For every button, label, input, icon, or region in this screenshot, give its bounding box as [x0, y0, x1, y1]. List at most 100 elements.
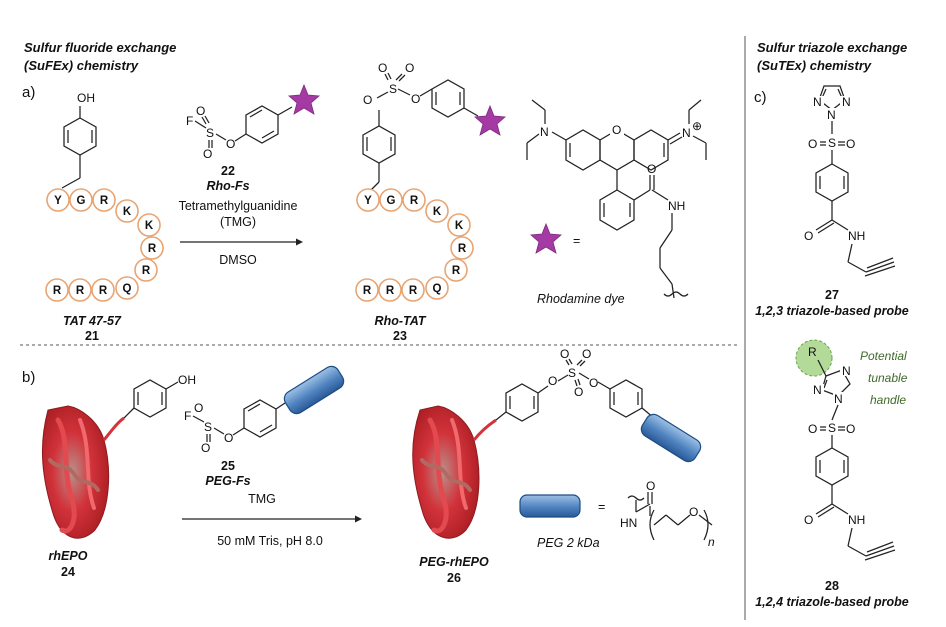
sulfonyl-o-label: O: [194, 401, 203, 415]
handle-note-line3: handle: [870, 393, 906, 407]
bead-residue: Y: [364, 195, 372, 207]
sulfonyl-o-label: O: [808, 422, 817, 436]
bead-residue: Q: [123, 283, 132, 295]
triazole-n-label: N: [842, 364, 851, 378]
bead-residue: G: [77, 195, 86, 207]
triazole-n-label: N: [834, 392, 843, 406]
dye-equals: =: [573, 234, 580, 248]
peg-legend-bar-icon: [519, 494, 581, 518]
ester-o-label: O: [224, 431, 233, 445]
sulfonyl-o-label: O: [846, 422, 855, 436]
bead-residue: R: [363, 285, 372, 297]
bead-residue: R: [53, 285, 62, 297]
ester-o-label: O: [363, 93, 372, 107]
sulfonyl-o-label: O: [808, 137, 817, 151]
amide-nh-label: NH: [848, 513, 865, 527]
rhepo-tyrosine: OH: [123, 373, 196, 419]
triazole-n-label: N: [813, 383, 822, 397]
reagent-25-name: PEG-Fs: [205, 474, 250, 488]
positive-charge: ⊕: [692, 119, 702, 133]
bead-residue: K: [433, 206, 442, 218]
peg-repeat-structure: O HN O n: [620, 479, 715, 549]
bead-residue: Y: [54, 195, 62, 207]
bead-residue: K: [145, 220, 154, 232]
xanthene-o-label: O: [612, 123, 621, 137]
ester-o-label: O: [589, 376, 598, 390]
dye-star-icon: [288, 83, 320, 115]
amide-hn-label: HN: [620, 516, 637, 530]
condition-dmso: DMSO: [219, 253, 257, 267]
sulfonyl-o-label: O: [846, 137, 855, 151]
probe-28-number: 28: [825, 579, 839, 593]
dye-name: Rhodamine dye: [537, 292, 625, 306]
bead-residue: R: [148, 243, 157, 255]
sutex-header-line2: (SuTEx) chemistry: [757, 58, 872, 73]
ester-o-label: O: [226, 137, 235, 151]
sulfur-label: S: [828, 136, 836, 150]
bead-residue: R: [452, 265, 461, 277]
rhepo-protein-image: [41, 405, 125, 539]
bead-residue: Q: [433, 283, 442, 295]
peg-rhepo-name: PEG-rhEPO: [419, 555, 489, 569]
peg-rhepo-number: 26: [447, 571, 461, 585]
dye-star-legend-icon: [530, 222, 562, 254]
peg-bar-icon: [640, 413, 702, 463]
condition-tris: 50 mM Tris, pH 8.0: [217, 534, 323, 548]
amide-o-label: O: [647, 162, 656, 176]
peg-rhepo-linker: O S O O O O: [495, 347, 702, 463]
amine-n-label: N: [540, 125, 549, 139]
peg-equals: =: [598, 500, 605, 514]
sulfonyl-o-label: O: [196, 104, 205, 118]
sulfur-label: S: [206, 126, 214, 140]
ether-o-label: O: [689, 505, 698, 519]
bead-residue: R: [142, 265, 151, 277]
condition-tmg-abbrev: (TMG): [220, 215, 256, 229]
probe-28-structure: R N N N S O O O NH: [795, 339, 896, 561]
bead-residue: R: [410, 195, 419, 207]
phenol-oh-label: OH: [77, 91, 95, 105]
sulfur-label: S: [568, 366, 576, 380]
sulfonyl-o-label: O: [574, 385, 583, 399]
iminium-n-label: N: [682, 126, 691, 140]
probe-27-number: 27: [825, 288, 839, 302]
reagent-22-name: Rho-Fs: [206, 179, 249, 193]
rho-tat-name: Rho-TAT: [375, 314, 427, 328]
probe-28-name: 1,2,4 triazole-based probe: [755, 595, 909, 609]
amide-nh-label: NH: [848, 229, 865, 243]
triazole-n-label: N: [842, 95, 851, 109]
bead-residue: R: [458, 243, 467, 255]
amide-o-label: O: [804, 513, 813, 527]
amide-o-label: O: [804, 229, 813, 243]
panel-label-c: c): [754, 89, 767, 106]
bead-residue: R: [99, 285, 108, 297]
peg-size-label: PEG 2 kDa: [537, 536, 600, 550]
tat-name: TAT 47-57: [63, 314, 122, 328]
probe-27-structure: N N N S O O O NH: [804, 85, 896, 277]
sulfonyl-o-label: O: [201, 441, 210, 455]
triazole-n-label: N: [813, 95, 822, 109]
rho-tat-structure: O S O O O: [362, 61, 506, 191]
sutex-header-line1: Sulfur triazole exchange: [757, 40, 907, 55]
amide-o-label: O: [646, 479, 655, 493]
sulfonyl-o-label: O: [405, 61, 414, 75]
tat-beads: Y G R K K R R R R R Q: [45, 188, 164, 302]
phenol-oh-label: OH: [178, 373, 196, 387]
sulfonyl-o-label: O: [560, 347, 569, 361]
sulfur-label: S: [204, 420, 212, 434]
r-group-label: R: [808, 345, 817, 359]
tat-number: 21: [85, 329, 99, 343]
sulfonyl-o-label: O: [378, 61, 387, 75]
reagent-25-number: 25: [221, 459, 235, 473]
sulfur-label: S: [828, 421, 836, 435]
handle-note-line1: Potential: [860, 349, 907, 363]
rhodamine-dye-structure: O N N ⊕ O NH: [526, 99, 707, 299]
bead-residue: R: [409, 285, 418, 297]
reagent-22-number: 22: [221, 164, 235, 178]
sulfonyl-o-label: O: [203, 147, 212, 161]
rho-fs-structure: F S O O O: [186, 83, 320, 161]
bead-residue: K: [123, 206, 132, 218]
handle-note-line2: tunable: [868, 371, 908, 385]
bead-residue: R: [100, 195, 109, 207]
panel-label-a: a): [22, 84, 35, 101]
